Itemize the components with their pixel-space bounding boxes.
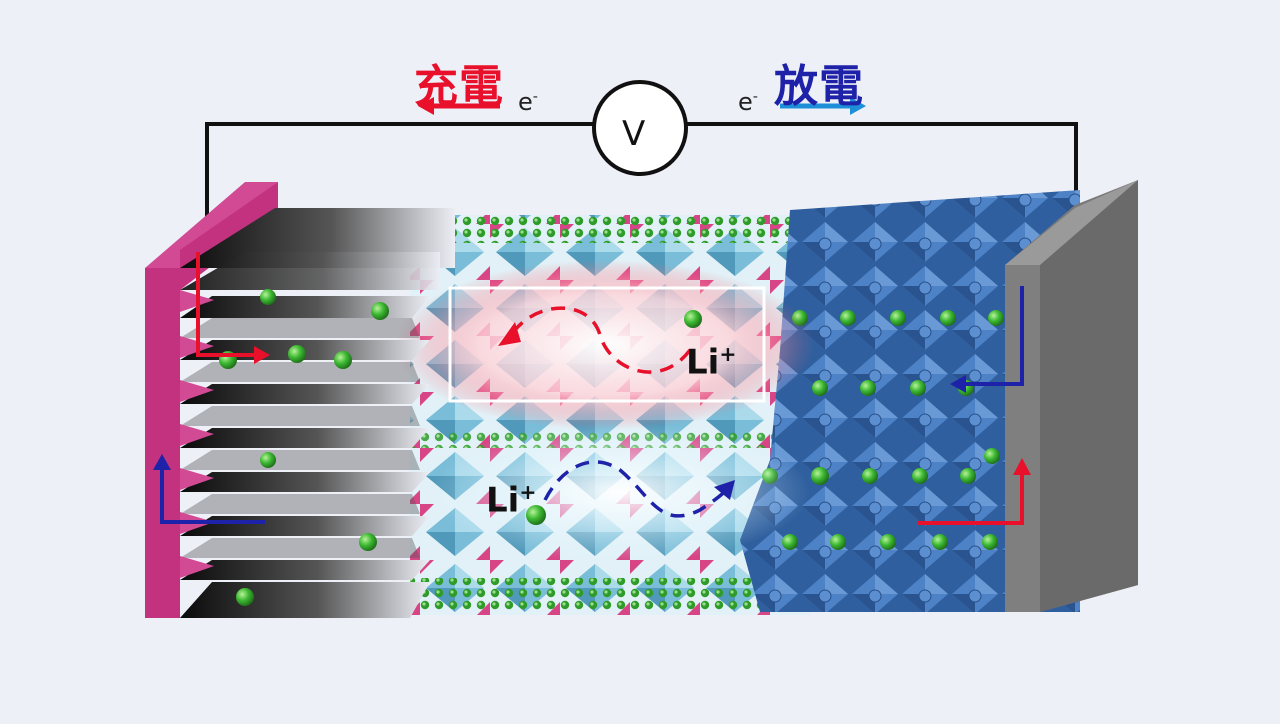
li-ion-label-bottom: Li+ <box>486 480 537 521</box>
lithium-layer <box>410 578 810 612</box>
cathode-discharge-arrow <box>950 286 1024 393</box>
electron-label-left: e- <box>518 88 538 116</box>
voltmeter-icon <box>592 80 688 176</box>
voltmeter-label: V <box>622 114 646 154</box>
lithium-layer <box>410 215 810 243</box>
charge-direction-arrow <box>418 97 500 115</box>
graphite-anode <box>180 208 455 618</box>
li-ion-label-top: Li+ <box>686 342 737 383</box>
discharge-direction-arrow <box>780 97 866 115</box>
electron-label-right: e- <box>738 88 758 116</box>
circuit-wire <box>205 122 1078 222</box>
lithium-ion-atom <box>684 310 702 328</box>
discharge-label: 放電 <box>774 61 864 112</box>
discharge-ion-path <box>543 460 735 518</box>
highlight-box <box>448 286 766 403</box>
charge-label: 充電 <box>414 61 504 112</box>
anode-discharge-arrow <box>153 454 265 524</box>
charge-ion-path <box>498 306 692 374</box>
cathode-crystal <box>740 190 1080 612</box>
ion-path-glow <box>430 422 810 562</box>
anode-charge-arrow <box>196 252 270 364</box>
cathode-charge-arrow <box>918 458 1031 525</box>
cathode-current-collector <box>1005 180 1138 612</box>
lithium-ion-atom <box>526 505 546 525</box>
